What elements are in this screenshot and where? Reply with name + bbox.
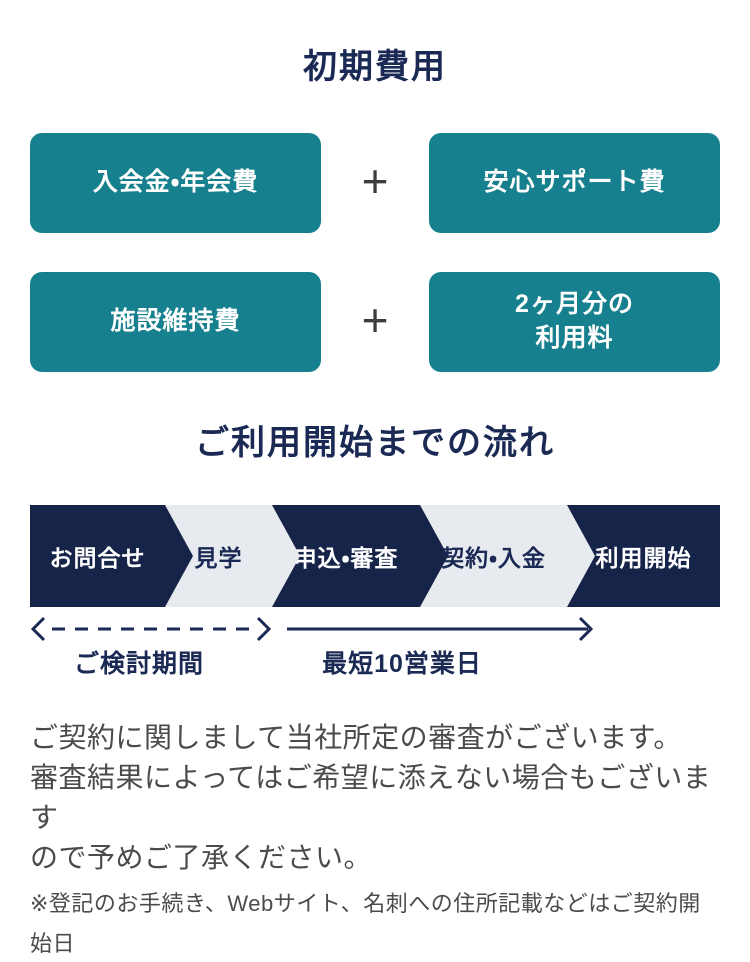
flow-step-inquiry: お問合せ bbox=[30, 505, 193, 607]
cost-box-two-months-usage-fee: 2ヶ月分の 利用料 bbox=[429, 272, 720, 372]
cost-box-support-fee: 安心サポート費 bbox=[429, 133, 720, 233]
plus-sign: + bbox=[361, 294, 389, 346]
flow-step-start-of-use: 利用開始 bbox=[567, 505, 720, 607]
period-consideration-label: ご検討期間 bbox=[73, 650, 204, 678]
initial-cost-title: 初期費用 bbox=[303, 48, 447, 86]
period-business-days-label: 最短10営業日 bbox=[322, 650, 482, 678]
initial-cost-grid: 入会金・年会費 + 安心サポート費 施設維持費 + 2ヶ月分の 利用料 bbox=[30, 133, 720, 372]
flow-step-label: 申込・審査 bbox=[293, 545, 399, 571]
flow-periods: ご検討期間 最短10営業日 bbox=[30, 613, 720, 679]
registration-disclaimer: ※登記のお手続き、Webサイト、名刺への住所記載などはご契約開始日 以降に可能と… bbox=[30, 891, 701, 956]
period-consideration: ご検討期間 bbox=[30, 613, 272, 679]
flow-step-label: 見学 bbox=[194, 545, 243, 571]
cost-box-facility-maintenance-fee: 施設維持費 bbox=[30, 272, 321, 372]
flow-step-label: 利用開始 bbox=[595, 545, 692, 571]
flow-step-band: お問合せ 見学 申込・審査 契約・入金 利用開始 bbox=[30, 505, 720, 607]
period-business-days: 最短10営業日 bbox=[285, 613, 595, 679]
flow-step-label: 契約・入金 bbox=[441, 545, 546, 571]
plus-sign: + bbox=[361, 155, 389, 207]
cost-row-2: 施設維持費 + 2ヶ月分の 利用料 bbox=[30, 272, 720, 372]
flow-title: ご利用開始までの流れ bbox=[195, 424, 555, 462]
cost-row-1: 入会金・年会費 + 安心サポート費 bbox=[30, 133, 720, 233]
contract-review-paragraph: ご契約に関しまして当社所定の審査がございます。 審査結果によってはご希望に添えな… bbox=[30, 722, 712, 873]
dashed-double-arrow-icon bbox=[30, 616, 272, 642]
flow-step-contract: 契約・入金 bbox=[420, 505, 595, 607]
cost-box-admission-annual-fee: 入会金・年会費 bbox=[30, 133, 321, 233]
flow-step-application: 申込・審査 bbox=[272, 505, 448, 607]
flow-step-label: お問合せ bbox=[49, 545, 146, 571]
solid-right-arrow-icon bbox=[287, 616, 594, 642]
